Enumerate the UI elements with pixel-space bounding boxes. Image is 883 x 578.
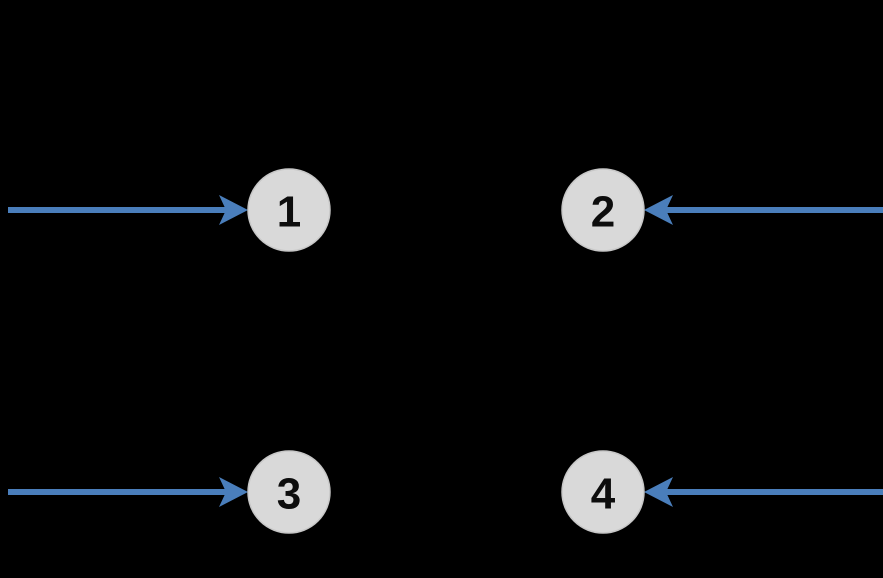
edge-group xyxy=(8,195,883,507)
arrowhead-right-icon xyxy=(219,477,248,507)
node-circle xyxy=(247,450,331,534)
arrowhead-left-icon xyxy=(644,477,673,507)
node-label: 1 xyxy=(277,188,301,237)
edge-into-node-4[interactable] xyxy=(644,477,883,507)
node-circle xyxy=(561,450,645,534)
node-circle xyxy=(247,168,331,252)
edge-into-node-1[interactable] xyxy=(8,195,248,225)
node-label: 3 xyxy=(277,470,301,519)
node-3[interactable]: 3 xyxy=(247,450,331,534)
node-circle xyxy=(561,168,645,252)
node-4[interactable]: 4 xyxy=(561,450,645,534)
edge-into-node-2[interactable] xyxy=(644,195,883,225)
node-label: 2 xyxy=(591,188,615,237)
node-label: 4 xyxy=(591,470,616,519)
node-1[interactable]: 1 xyxy=(247,168,331,252)
node-group: 1 2 3 4 xyxy=(247,168,645,534)
edge-into-node-3[interactable] xyxy=(8,477,248,507)
arrowhead-right-icon xyxy=(219,195,248,225)
node-2[interactable]: 2 xyxy=(561,168,645,252)
arrowhead-left-icon xyxy=(644,195,673,225)
